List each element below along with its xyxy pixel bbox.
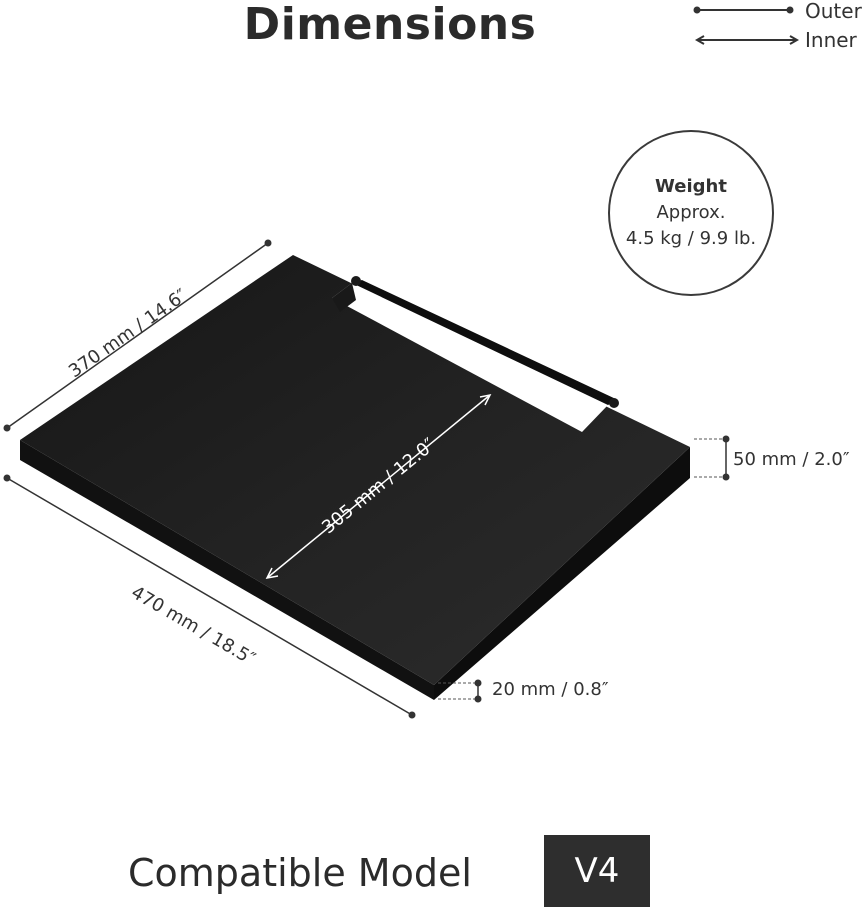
depth-dimension-line <box>3 239 272 432</box>
shelf-slot <box>332 283 608 432</box>
weight-value: 4.5 kg / 9.9 lb. <box>625 228 757 249</box>
legend-outer-label: Outer <box>805 0 862 23</box>
slot-knob-right-icon <box>609 398 619 408</box>
thickness-label: 20 mm / 0.8″ <box>492 679 609 700</box>
legend-inner-label: Inner <box>805 28 857 52</box>
height-label: 50 mm / 2.0″ <box>733 449 850 470</box>
compatible-model-label: Compatible Model <box>128 851 472 895</box>
legend-inner-line <box>694 35 800 45</box>
thickness-dimension-line <box>438 679 482 703</box>
weight-title: Weight <box>655 176 727 197</box>
shelf-front-face <box>20 440 434 700</box>
width-dimension-line <box>3 474 416 719</box>
shelf-slot-bracket-left <box>332 283 356 312</box>
inner-dimension-arrow <box>265 393 492 580</box>
legend-outer-line <box>693 6 794 14</box>
shelf-right-face <box>434 447 690 700</box>
weight-badge: Weight Approx. 4.5 kg / 9.9 lb. <box>608 130 774 296</box>
shelf-slot-bracket-back <box>352 280 618 405</box>
height-dimension-line <box>694 435 730 481</box>
shelf-top-surface <box>20 255 690 685</box>
slot-knob-left-icon <box>351 276 361 286</box>
weight-approx: Approx. <box>656 202 726 223</box>
model-badge: V4 <box>544 835 650 907</box>
page-title: Dimensions <box>243 0 537 50</box>
